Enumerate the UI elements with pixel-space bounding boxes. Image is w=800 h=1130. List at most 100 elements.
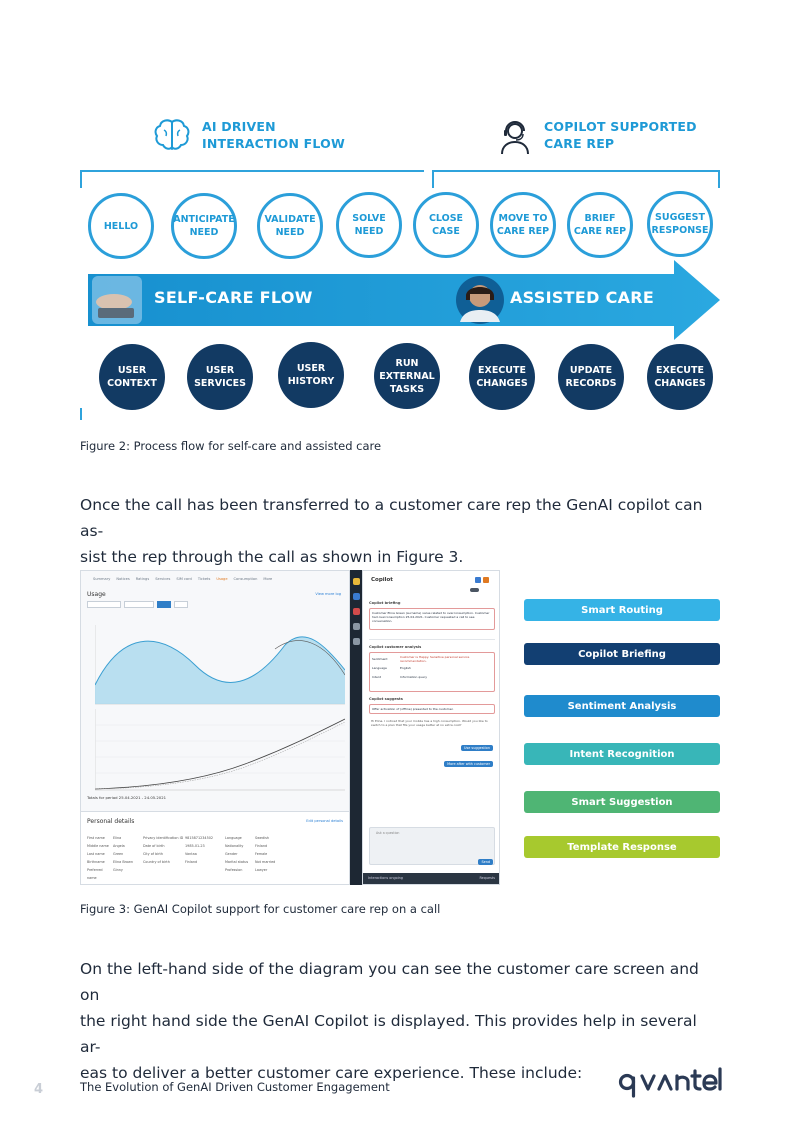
filter-select[interactable] <box>124 601 154 608</box>
date-range-input[interactable] <box>87 601 121 608</box>
totals-title: Totals for period 25.04.2021 - 24.05.202… <box>87 795 167 800</box>
tab-more[interactable]: More <box>263 577 273 581</box>
edit-personal-details-link[interactable]: Edit personal details <box>306 819 343 823</box>
tab-services[interactable]: Services <box>155 577 171 581</box>
sentiment-value: Customer is Happy. Sensitive personal se… <box>400 655 470 663</box>
copilot-sidebar <box>350 570 362 885</box>
briefing-title: Copilot briefing <box>369 601 401 605</box>
tab-usage[interactable]: Usage <box>216 577 228 581</box>
copilot-alert-icon[interactable] <box>483 577 489 583</box>
feature-smart-suggestion: Smart Suggestion <box>524 791 720 813</box>
copilot-title: Copilot <box>371 577 393 583</box>
bracket-tick <box>80 408 82 420</box>
qvantel-logo <box>618 1067 722 1098</box>
customer-care-screen: Summary Notices Ratings Services SIM car… <box>80 570 350 885</box>
intent-label: Intent <box>372 675 381 679</box>
alert-icon[interactable] <box>352 608 360 615</box>
language-label: Language <box>372 666 387 670</box>
settings-icon[interactable] <box>352 623 360 630</box>
feature-template-response: Template Response <box>524 836 720 858</box>
feature-copilot-briefing: Copilot Briefing <box>524 643 720 665</box>
suggests-title: Copilot suggests <box>369 697 403 701</box>
paragraph-line: Once the call has been transferred to a … <box>80 496 703 540</box>
paragraph-1: Once the call has been transferred to a … <box>80 492 720 570</box>
header-line: INTERACTION FLOW <box>202 136 345 151</box>
template-text: Hi Elina. I noticed that your mobile has… <box>371 719 488 728</box>
ask-question-input[interactable]: Ask a question <box>369 827 495 865</box>
doc-icon[interactable] <box>352 638 360 645</box>
copilot-footer: Interactions ongoing Requests <box>363 873 499 884</box>
briefing-text: Customer Elina Green (surname) value rel… <box>372 611 490 623</box>
figure3-caption: Figure 3: GenAI Copilot support for cust… <box>80 902 441 916</box>
figure2-caption: Figure 2: Process flow for self-care and… <box>80 439 382 453</box>
auto-toggle[interactable] <box>470 588 479 592</box>
step-hello: HELLO <box>88 193 154 259</box>
paragraph-line: the right hand side the GenAI Copilot is… <box>80 1012 697 1056</box>
tab-sim-card[interactable]: SIM card <box>176 577 192 581</box>
analysis-title: Copilot customer analysis <box>369 645 422 649</box>
tab-tickets[interactable]: Tickets <box>197 577 211 581</box>
reset-button[interactable] <box>174 601 188 608</box>
copilot-header: COPILOT SUPPORTED CARE REP <box>496 118 697 156</box>
chat-icon[interactable] <box>352 593 360 600</box>
analysis-box: Sentiment Customer is Happy. Sensitive p… <box>369 652 495 692</box>
history-row[interactable] <box>369 634 495 640</box>
copilot-panel: Copilot Copilot briefing Customer Elina … <box>362 570 500 885</box>
consumption-line-chart <box>95 709 345 791</box>
copilot-badge-icon[interactable] <box>475 577 481 583</box>
sentiment-label: Sentiment <box>372 657 388 661</box>
paragraph-line: eas to deliver a better customer care ex… <box>80 1064 583 1082</box>
more-after-button[interactable]: More after with customer <box>444 761 493 767</box>
bulb-icon[interactable] <box>352 578 360 585</box>
usage-title: Usage <box>87 591 106 598</box>
ai-driven-header: AI DRIVEN INTERACTION FLOW <box>152 118 345 154</box>
screen-tabs: Summary Notices Ratings Services SIM car… <box>93 577 272 581</box>
suggests-box: Offer activation of (offline) presented … <box>369 704 495 714</box>
briefing-box: Customer Elina Green (surname) value rel… <box>369 608 495 630</box>
usage-area-chart <box>95 625 345 705</box>
header-line: CARE REP <box>544 136 615 151</box>
usage-link[interactable]: View more log <box>315 592 341 596</box>
flow-arrow <box>88 260 720 340</box>
care-rep-photo <box>456 276 504 324</box>
intent-value: Information query <box>400 675 427 679</box>
headset-agent-icon <box>501 121 529 155</box>
requests-button[interactable]: Requests <box>479 876 495 880</box>
input-placeholder: Ask a question <box>376 831 400 835</box>
personal-details-panel: Personal details Edit personal details F… <box>81 811 349 884</box>
use-suggestion-button[interactable]: Use suggestion <box>461 745 493 751</box>
header-line: COPILOT SUPPORTED <box>544 119 697 134</box>
brain-icon <box>154 119 190 150</box>
self-care-flow-label: SELF-CARE FLOW <box>154 288 313 307</box>
assisted-care-label: ASSISTED CARE <box>510 288 655 307</box>
tab-ratings[interactable]: Ratings <box>135 577 150 581</box>
apply-button[interactable] <box>157 601 171 608</box>
tab-notices[interactable]: Notices <box>116 577 130 581</box>
bracket-assisted-care <box>432 170 720 188</box>
paragraph-line: On the left-hand side of the diagram you… <box>80 960 699 1004</box>
usage-filters <box>87 601 188 608</box>
feature-intent-recognition: Intent Recognition <box>524 743 720 765</box>
paragraph-2: On the left-hand side of the diagram you… <box>80 956 720 1086</box>
personal-details-title: Personal details <box>87 818 135 825</box>
suggests-text: Offer activation of (offline) presented … <box>372 707 454 711</box>
send-button[interactable]: Send <box>478 859 493 865</box>
tab-summary[interactable]: Summary <box>93 577 111 581</box>
tab-consumption[interactable]: Consumption <box>233 577 258 581</box>
hands-typing-image <box>92 276 142 324</box>
